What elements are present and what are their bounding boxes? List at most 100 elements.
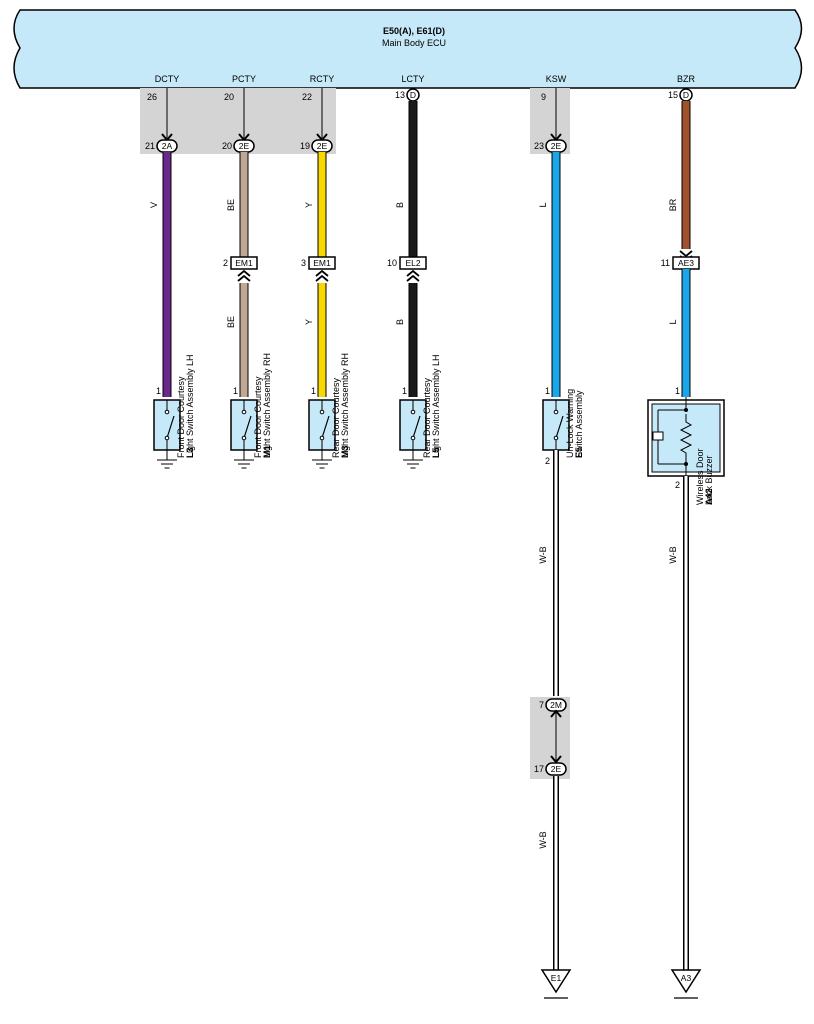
ecu-body [13, 9, 803, 89]
inline-bzr-code: AE3 [678, 258, 694, 268]
device-pin-top-pcty: 1 [233, 386, 238, 396]
jc-pin-dcty: 21 [145, 141, 155, 151]
switch-ksw-blade [555, 415, 564, 439]
device-label-lcty-name-2: Light Switch Assembly LH [431, 354, 441, 458]
terminal-label-ksw: KSW [546, 74, 567, 84]
switch-pcty-contact-bot [241, 435, 247, 441]
switch-ksw-contact-bot [553, 435, 559, 441]
jc2-arrow-up-ksw [550, 709, 562, 718]
inline-pcty-code: EM1 [235, 258, 253, 268]
ecu-pin-lcty: 13 [395, 90, 405, 100]
jc2b-ksw-code: 2E [551, 764, 562, 774]
wire-color-ksw: L [538, 202, 548, 207]
wire-color-upper-bzr: BR [668, 198, 678, 211]
wire-color-lower-bzr: L [668, 319, 678, 324]
wire-color-lower-pcty: BE [226, 316, 236, 328]
inline-lcty-code: EL2 [405, 258, 420, 268]
terminal-label-lcty: LCTY [401, 74, 424, 84]
device-label-bzr-code: A42 [704, 488, 714, 505]
wire-color-upper-lcty: B [395, 202, 405, 208]
device-label-ksw-name-2: Switch Assembly [574, 390, 584, 458]
ecu-code: E50(A), E61(D) [383, 26, 445, 36]
chevrons-rcty-1 [315, 274, 329, 282]
device-pin-top-lcty: 1 [402, 386, 407, 396]
wire-color-dcty: V [149, 202, 159, 208]
switch-rcty-blade [321, 415, 330, 439]
terminal-label-rcty: RCTY [310, 74, 335, 84]
terminal-label-dcty: DCTY [155, 74, 180, 84]
device-label-bzr-name-2: Lock Buzzer [704, 455, 714, 505]
jc-pin-pcty: 20 [222, 141, 232, 151]
jc-pin-ksw: 23 [534, 141, 544, 151]
ecu-pin-ksw: 9 [541, 92, 546, 102]
ecu-header: E50(A), E61(D) Main Body ECU [13, 9, 803, 89]
jc-rcty-code: 2E [317, 141, 328, 151]
inline-rcty-box [308, 256, 336, 270]
device-label-rcty-name-1: Rear Door Courtesy [331, 377, 341, 458]
ecu-pin-pcty: 20 [224, 92, 234, 102]
wire-color-upper-rcty: Y [304, 202, 314, 208]
chevrons-bzr-0 [679, 250, 693, 258]
jc2b-ksw-pill [545, 762, 567, 776]
ground-bzr-code: A3 [681, 973, 692, 983]
ground-ksw-triangle [540, 969, 572, 994]
switch-dcty-blade [166, 415, 175, 439]
ground-wire-label-2-ksw: W-B [538, 831, 548, 848]
terminal-label-pcty: PCTY [232, 74, 256, 84]
wire-color-lower-lcty: B [395, 319, 405, 325]
ecu-pin-dcty: 26 [147, 92, 157, 102]
device-label-rcty-name-2: Light Switch Assembly RH [340, 353, 350, 458]
inline-lcty-box [399, 256, 427, 270]
device-pin-top-rcty: 1 [311, 386, 316, 396]
switch-pcty-blade [243, 415, 252, 439]
switch-rcty-contact-bot [319, 435, 325, 441]
jc-ksw-code: 2E [551, 141, 562, 151]
switch-rcty-contact-top [319, 409, 325, 415]
device-label-dcty-name-2: Light Switch Assembly LH [185, 354, 195, 458]
jc2-arrow-down-ksw [550, 755, 562, 764]
switch-lcty-contact-bot [410, 435, 416, 441]
device-label-ksw-code: E5 [574, 447, 584, 458]
switch-lcty-blade [412, 415, 421, 439]
switch-dcty-contact-top [164, 409, 170, 415]
device-pin-top-dcty: 1 [156, 386, 161, 396]
jc2b-pin-ksw: 17 [534, 764, 544, 774]
ground-ksw-code: E1 [551, 973, 562, 983]
device-label-bzr-name-1: Wireless Door [695, 448, 705, 505]
wire-color-upper-pcty: BE [226, 199, 236, 211]
chevrons-lcty-1 [406, 274, 420, 282]
device-label-lcty-name-1: Rear Door Courtesy [422, 377, 432, 458]
switch-ksw-contact-top [553, 409, 559, 415]
switch-lcty-contact-top [410, 409, 416, 415]
device-label-pcty-name-2: Light Switch Assembly RH [262, 353, 272, 458]
ground-bzr-triangle [670, 969, 702, 994]
ecu-pin-bzr: 15 [668, 90, 678, 100]
device-pin-top-bzr: 1 [675, 386, 680, 396]
jc2a-ksw-code: 2M [550, 700, 562, 710]
buzzer-crystal [652, 431, 664, 441]
inline-pin-rcty: 3 [301, 258, 306, 268]
device-label-ksw-name-1: Un-Lock Warning [565, 389, 575, 458]
device-pin-top-ksw: 1 [545, 386, 550, 396]
buzzer-node-top [684, 408, 688, 412]
chevrons-lcty-0 [406, 269, 420, 277]
device-label-pcty-code: M1 [262, 445, 272, 458]
jc-dcty-code: 2A [162, 141, 173, 151]
ecu-pin-rcty: 22 [302, 92, 312, 102]
device-label-dcty-code: L3 [185, 447, 195, 458]
chevrons-pcty-0 [237, 269, 251, 277]
device-label-dcty-name-1: Front Door Courtesy [176, 376, 186, 458]
inline-pin-pcty: 2 [223, 258, 228, 268]
chevrons-rcty-0 [315, 269, 329, 277]
device-label-pcty-name-1: Front Door Courtesy [253, 376, 263, 458]
terminal-label-bzr: BZR [677, 74, 696, 84]
inline-rcty-code: EM1 [313, 258, 331, 268]
device-pin-bottom-bzr: 2 [675, 480, 680, 490]
